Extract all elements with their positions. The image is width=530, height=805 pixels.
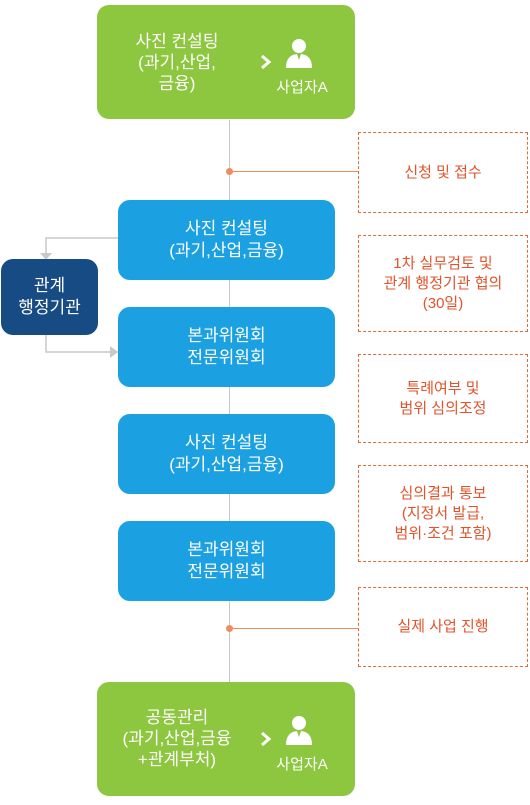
top-person-label: 사업자A	[276, 79, 328, 96]
step-dot-execution	[226, 625, 233, 632]
person-icon	[286, 39, 312, 68]
side-arrow-right-icon	[110, 346, 118, 358]
note-connector-execution	[232, 628, 358, 629]
side-connector-bottom-line	[45, 334, 112, 353]
top-consulting-title: 사진 컨설팅 (과기,산업, 금융)	[135, 32, 219, 93]
blue-box-committee-2: 본과위원회 전문위원회	[118, 521, 335, 601]
chevron-right-icon	[261, 731, 272, 747]
person-icon	[286, 716, 312, 745]
blue-box-consulting-1: 사진 컨설팅 (과기,산업,금융)	[118, 200, 335, 280]
bottom-person-label: 사업자A	[276, 756, 328, 773]
side-connector-top-line	[45, 237, 118, 256]
note-special-case: 특례여부 및 범위 심의조정	[358, 354, 528, 443]
note-execution: 실제 사업 진행	[358, 587, 528, 667]
related-agency-box: 관계 행정기관	[1, 259, 98, 335]
flow-spine	[229, 120, 230, 690]
blue-box-consulting-2: 사진 컨설팅 (과기,산업,금융)	[118, 414, 335, 494]
note-application: 신청 및 접수	[358, 132, 528, 213]
joint-management-box: 공동관리 (과기,산업,금융 +관계부처) 사업자A	[97, 682, 355, 796]
note-result-notice: 심의결과 통보 (지정서 발급, 범위·조건 포함)	[358, 465, 528, 562]
side-arrow-down-icon	[40, 253, 52, 260]
blue-box-committee-1: 본과위원회 전문위원회	[118, 307, 335, 387]
step-dot-application	[226, 168, 233, 175]
top-consulting-box: 사진 컨설팅 (과기,산업, 금융) 사업자A	[97, 5, 355, 119]
note-connector-application	[232, 171, 358, 172]
note-first-review: 1차 실무검토 및 관계 행정기관 협의 (30일)	[358, 235, 528, 332]
joint-management-title: 공동관리 (과기,산업,금융 +관계부처)	[122, 708, 232, 769]
chevron-right-icon	[261, 54, 272, 70]
